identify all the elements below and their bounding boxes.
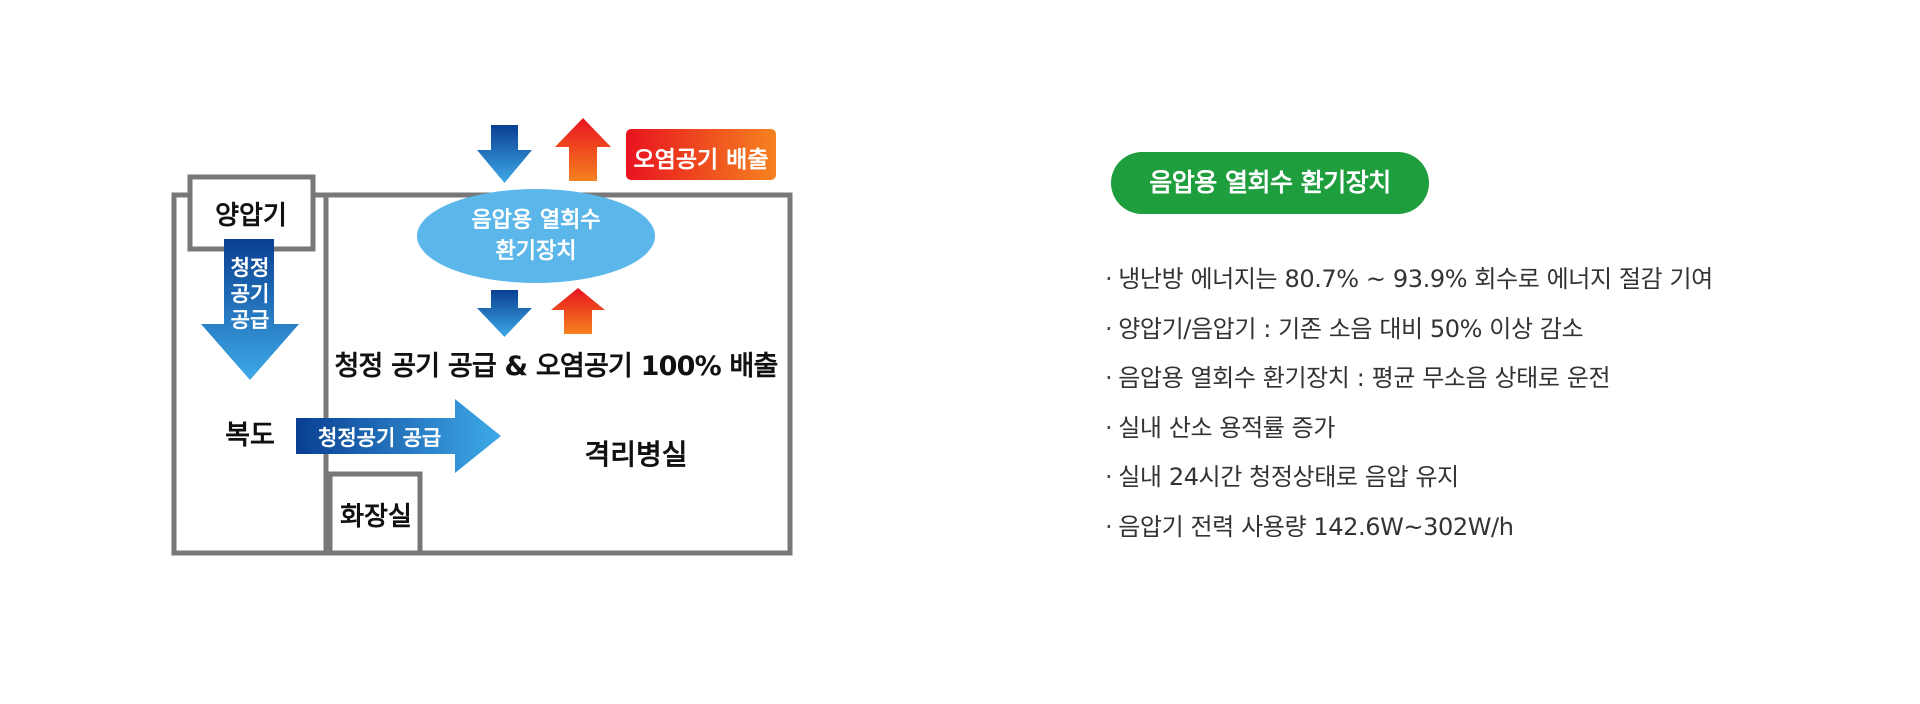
clean-supply-vertical-line: 공기: [230, 282, 270, 306]
feature-text: 실내 24시간 청정상태로 음압 유지: [1118, 463, 1459, 491]
panel-title-badge: 음압용 열회수 환기장치: [1111, 152, 1429, 214]
feature-list: ·냉난방 에너지는 80.7% ~ 93.9% 회수로 에너지 절감 기여 ·양…: [1105, 255, 1713, 552]
feature-text: 냉난방 에너지는 80.7% ~ 93.9% 회수로 에너지 절감 기여: [1118, 265, 1713, 293]
bullet-marker: ·: [1105, 265, 1113, 293]
room-supply-arrow: [477, 290, 532, 337]
positive-pressure-box: [187, 174, 316, 252]
isolation-room-label: 격리병실: [584, 438, 688, 471]
bullet-marker: ·: [1105, 364, 1113, 392]
feature-item: ·냉난방 에너지는 80.7% ~ 93.9% 회수로 에너지 절감 기여: [1105, 255, 1713, 305]
ventilation-diagram: 양압기 청정 공기 공급 복도 청정공기 공급 화장실 격리병실 음압용 열회수…: [0, 0, 860, 700]
heat-recovery-unit-line: 음압용 열회수: [471, 208, 601, 233]
clean-supply-vertical-line: 청정: [230, 256, 270, 280]
bullet-marker: ·: [1105, 512, 1113, 541]
corridor-label: 복도: [225, 420, 275, 451]
exhaust-badge-bg: [626, 129, 776, 180]
clean-supply-horizontal-label: 청정공기 공급: [318, 426, 442, 450]
feature-item: ·양압기/음압기 : 기존 소음 대비 50% 이상 감소: [1105, 305, 1713, 355]
feature-text: 음압기 전력 사용량 142.6W~302W/h: [1118, 512, 1514, 541]
feature-text: 실내 산소 용적률 증가: [1118, 413, 1336, 442]
bullet-marker: ·: [1105, 314, 1113, 343]
summary-label: 청정 공기 공급 & 오염공기 100% 배출: [334, 351, 778, 382]
top-intake-arrow: [477, 125, 532, 183]
top-exhaust-arrow: [555, 118, 611, 181]
heat-recovery-unit: [417, 189, 655, 283]
room-exhaust-arrow: [551, 288, 605, 334]
diagram-drawing: [171, 118, 793, 556]
heat-recovery-unit-line: 환기장치: [495, 239, 577, 264]
clean-supply-down-arrow: [201, 239, 299, 380]
feature-item: ·실내 24시간 청정상태로 음압 유지: [1105, 453, 1713, 503]
exhaust-badge-label: 오염공기 배출: [633, 147, 769, 173]
bullet-marker: ·: [1105, 413, 1113, 442]
feature-text: 음압용 열회수 환기장치 : 평균 무소음 상태로 운전: [1118, 364, 1611, 392]
restroom-box: [327, 471, 423, 556]
restroom-label: 화장실: [340, 502, 412, 532]
clean-supply-vertical-label: 청정 공기 공급: [231, 255, 270, 333]
feature-item: ·음압용 열회수 환기장치 : 평균 무소음 상태로 운전: [1105, 354, 1713, 404]
clean-supply-vertical-line: 공급: [230, 308, 270, 332]
feature-text: 양압기/음압기 : 기존 소음 대비 50% 이상 감소: [1118, 314, 1584, 343]
clean-supply-right-arrow: [296, 399, 501, 473]
feature-item: ·음압기 전력 사용량 142.6W~302W/h: [1105, 503, 1713, 553]
positive-pressure-label: 양압기: [215, 201, 287, 231]
bullet-marker: ·: [1105, 463, 1113, 491]
heat-recovery-unit-label: 음압용 열회수 환기장치: [471, 205, 600, 267]
feature-item: ·실내 산소 용적률 증가: [1105, 404, 1713, 454]
